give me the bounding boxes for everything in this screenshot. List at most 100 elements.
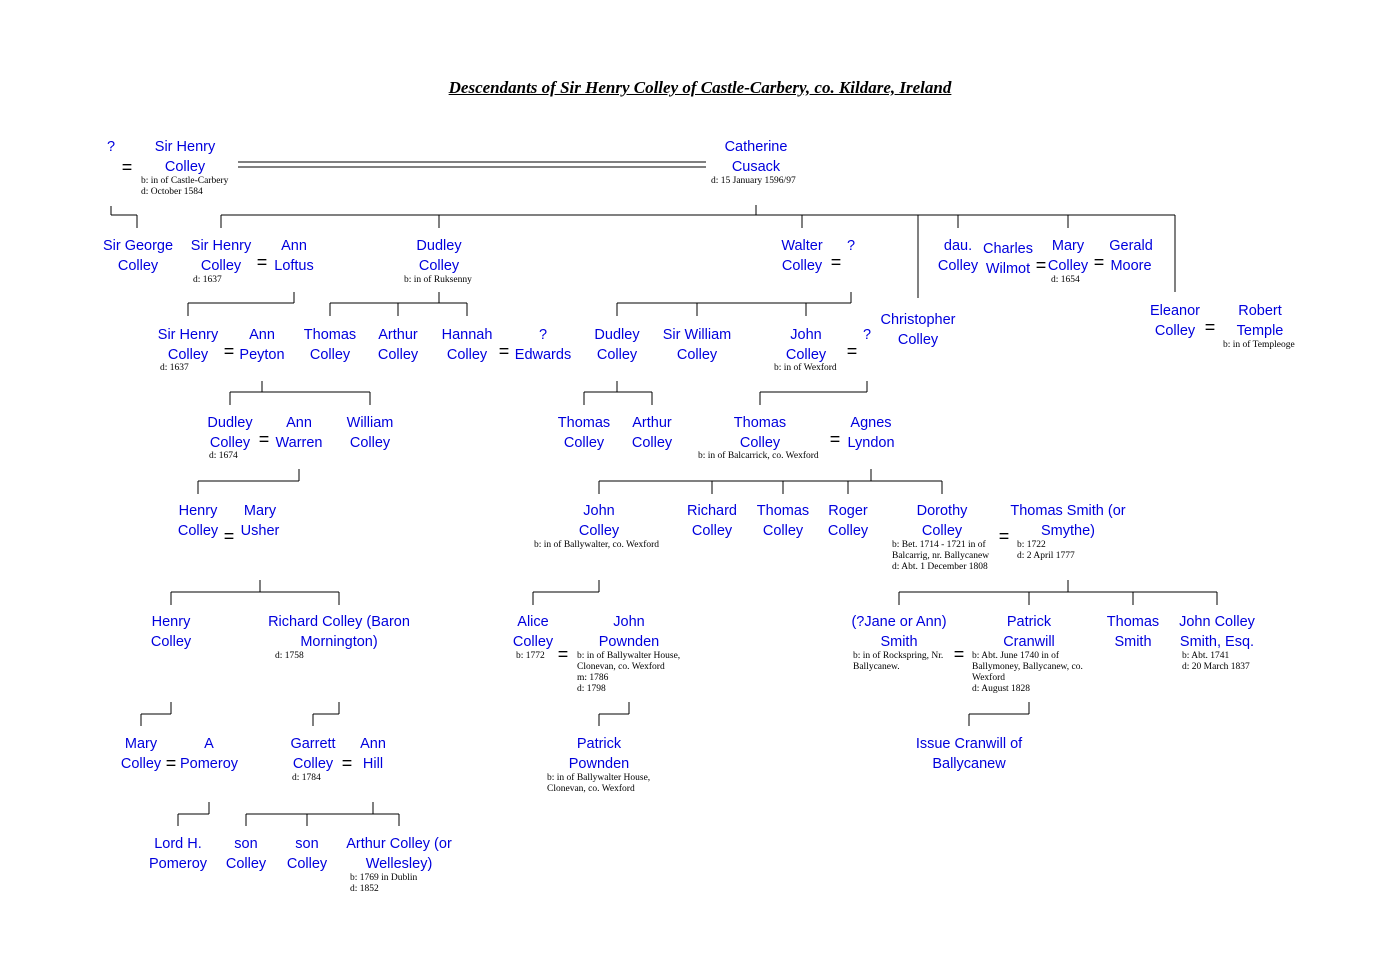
detail-line: b: in of Templeoge bbox=[1223, 340, 1295, 350]
person-john-wife[interactable]: ? bbox=[863, 325, 871, 345]
person-name-line: Colley bbox=[762, 523, 804, 539]
person-name-line: Colley bbox=[167, 347, 209, 363]
detail-line: b: Abt. June 1740 in of bbox=[972, 651, 1060, 661]
person-name-line: Pomeroy bbox=[148, 856, 208, 872]
person-name-line: Mornington) bbox=[300, 634, 378, 650]
person-name-line: Thomas bbox=[303, 327, 357, 343]
person-name-line: Loftus bbox=[274, 258, 314, 274]
person-name-line: Ann bbox=[249, 327, 275, 343]
details-richard-baron: d: 1758 bbox=[275, 651, 304, 662]
person-name-line: Sir Henry bbox=[190, 238, 252, 254]
person-lord-pomeroy[interactable]: Lord H.Pomeroy bbox=[149, 834, 207, 874]
person-name-line: Colley bbox=[286, 856, 328, 872]
person-name-line: Mary bbox=[124, 736, 158, 752]
person-name-line: Colley bbox=[225, 856, 267, 872]
person-name-line: Colley bbox=[446, 347, 488, 363]
person-name-line: Colley bbox=[377, 347, 419, 363]
person-dau-colley[interactable]: dau.Colley bbox=[938, 236, 978, 276]
person-name-line: son bbox=[234, 836, 258, 852]
person-name-line: Smith bbox=[1114, 634, 1152, 650]
detail-line: d: 1798 bbox=[577, 684, 606, 694]
person-name-line: son bbox=[295, 836, 319, 852]
detail-line: b: 1722 bbox=[1017, 540, 1046, 550]
person-edwards[interactable]: ?Edwards bbox=[515, 325, 571, 365]
person-jane-smith[interactable]: (?Jane or Ann)Smith bbox=[851, 612, 946, 652]
person-name-line: Ballycanew bbox=[932, 756, 1006, 772]
detail-line: Wexford bbox=[972, 673, 1005, 683]
person-name-line: Garrett bbox=[290, 736, 336, 752]
person-name-line: Pownden bbox=[598, 634, 660, 650]
person-name-line: Warren bbox=[275, 435, 323, 451]
detail-line: b: in of Ballywalter House, bbox=[577, 651, 681, 661]
person-name-line: John bbox=[613, 614, 645, 630]
eq-walter: = bbox=[830, 252, 842, 272]
person-name-line: Colley bbox=[596, 347, 638, 363]
person-walter-wife[interactable]: ? bbox=[847, 236, 855, 256]
detail-line: Ballycanew. bbox=[853, 662, 900, 672]
person-name-line: Robert bbox=[1238, 303, 1282, 319]
details-garrett: d: 1784 bbox=[292, 773, 321, 784]
person-unknown-wife[interactable]: ? bbox=[107, 137, 115, 157]
eq-alice-john: = bbox=[557, 644, 569, 664]
person-name-line: Henry bbox=[151, 614, 191, 630]
detail-line: b: in of Castle-Carbery bbox=[141, 176, 229, 186]
person-name-line: Arthur Colley (or bbox=[346, 836, 452, 852]
eq-sir-henry-ann-loftus: = bbox=[256, 252, 268, 272]
